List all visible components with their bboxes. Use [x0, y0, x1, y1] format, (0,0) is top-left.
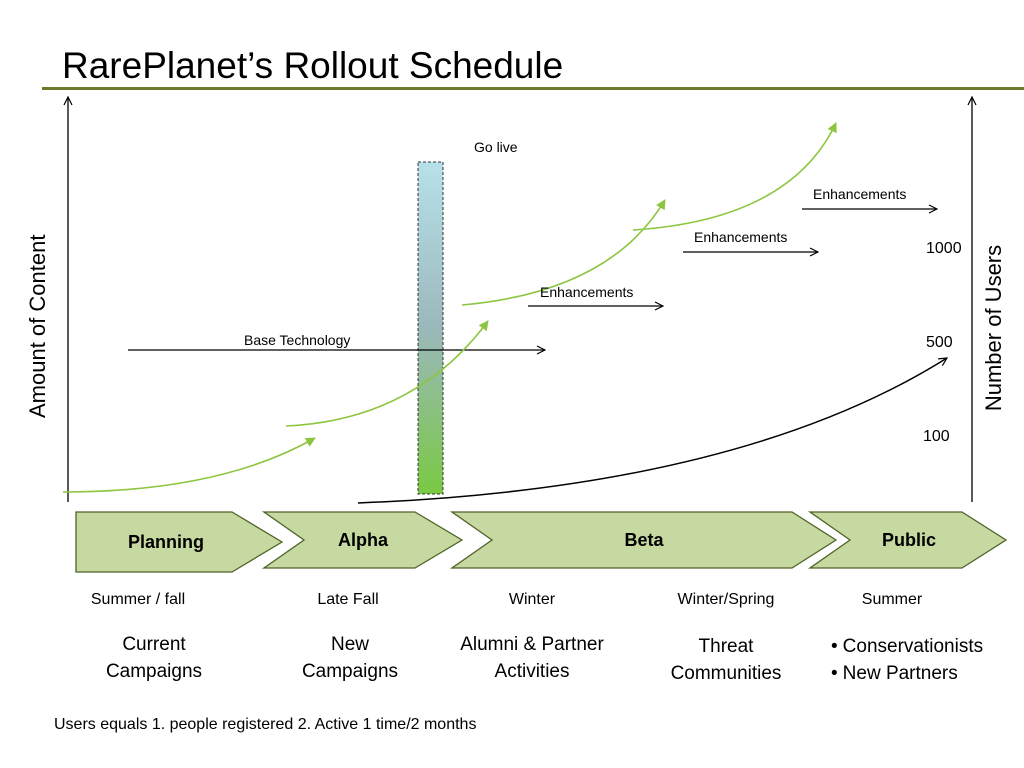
users-curve — [357, 358, 947, 504]
page-title: RarePlanet’s Rollout Schedule — [62, 45, 564, 86]
season-summer-fall: Summer / fall — [90, 591, 186, 608]
description-line: Threat — [698, 636, 754, 657]
description-line: Communities — [670, 663, 782, 684]
season-summer: Summer — [861, 591, 923, 608]
description-new-campaigns: New Campaigns — [272, 631, 428, 685]
users-axis-label: Number of Users — [981, 244, 1006, 412]
enhancements-label-2: Enhancements — [694, 229, 788, 245]
go-live-bar — [417, 161, 444, 495]
go-live-label: Go live — [474, 139, 518, 155]
content-axis-label: Amount of Content — [25, 234, 50, 418]
enhancements-label-1: Enhancements — [540, 284, 634, 300]
season-winter: Winter — [508, 591, 556, 608]
content-curve-2 — [285, 320, 489, 427]
phase-planning-shape — [75, 511, 284, 573]
phase-public-shape — [807, 511, 1008, 569]
content-curve-1 — [62, 437, 316, 493]
description-threat-communities: Threat Communities — [646, 633, 806, 687]
content-curve-4 — [632, 122, 837, 231]
public-bullets: Conservationists New Partners — [831, 633, 983, 687]
season-late-fall: Late Fall — [317, 591, 379, 608]
description-current-campaigns: Current Campaigns — [76, 631, 232, 685]
title-underline — [42, 87, 1024, 90]
user-tick-500: 500 — [926, 334, 953, 351]
description-line: Campaigns — [105, 661, 203, 682]
description-alumni-partner: Alumni & Partner Activities — [436, 631, 628, 685]
content-curve-3 — [461, 199, 666, 306]
phase-alpha-label: Alpha — [337, 530, 388, 550]
enhancements-label-3: Enhancements — [813, 186, 907, 202]
base-technology-label: Base Technology — [244, 332, 351, 348]
user-tick-100: 100 — [923, 428, 950, 445]
description-line: Alumni & Partner — [460, 634, 604, 655]
description-line: New — [330, 634, 369, 655]
description-line: Campaigns — [301, 661, 399, 682]
description-line: Activities — [494, 661, 570, 682]
footnote: Users equals 1. people registered 2. Act… — [54, 716, 477, 733]
bullet-item: New Partners — [831, 660, 983, 687]
user-tick-1000: 1000 — [926, 240, 962, 257]
phase-beta-label: Beta — [624, 530, 664, 550]
phase-planning-label: Planning — [128, 532, 204, 552]
phase-alpha-shape — [261, 511, 464, 569]
phase-public-label: Public — [881, 530, 936, 550]
description-line: Current — [122, 634, 186, 655]
bullet-item: Conservationists — [831, 633, 983, 660]
phase-beta-shape — [449, 511, 838, 569]
season-winter-spring: Winter/Spring — [677, 591, 775, 608]
